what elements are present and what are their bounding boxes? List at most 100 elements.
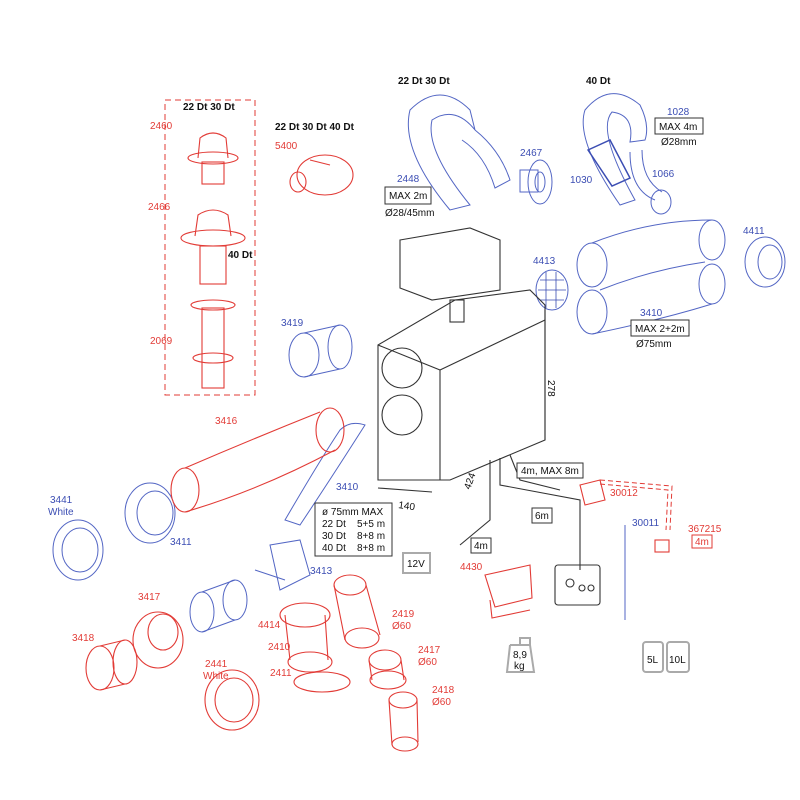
part-3418-label: 3418 (72, 633, 95, 644)
duct-table-length: 8+8 m (357, 543, 385, 554)
part-2419-label: 2419 (392, 609, 415, 620)
weight-value: 8,9 (513, 650, 527, 661)
grille-4413-shape (535, 269, 569, 311)
duct-3410-left-shape (284, 422, 366, 526)
duct-table-model: 30 Dt (322, 531, 346, 542)
part-3416-label: 3416 (215, 416, 238, 427)
panel-cable-label: 6m (535, 511, 549, 522)
part-2410-label: 2410 (268, 642, 291, 653)
part-2419-diameter: Ø60 (392, 621, 411, 632)
duct-table-model: 22 Dt (322, 519, 346, 530)
part-2069-shape (190, 299, 236, 389)
max-2m-box (384, 186, 432, 205)
part-1066-label: 1066 (652, 169, 675, 180)
tank-fitting-367215-shape (654, 539, 670, 553)
part-4430-label: 4430 (460, 562, 483, 573)
part-2418-label: 2418 (432, 685, 455, 696)
max-4m-box (654, 117, 704, 135)
part-5400-label: 5400 (275, 141, 298, 152)
exhaust-40-header: 40 Dt (586, 76, 611, 87)
sleeve-1030-shape (586, 139, 632, 187)
cylinder-blue-shape (189, 579, 248, 633)
tank-10l-icon (666, 641, 690, 673)
max-2-2m-box (630, 319, 690, 337)
part-2466-shape (180, 209, 246, 285)
part-2466-label: 2466 (148, 202, 171, 213)
pipe-2417-shape (368, 649, 407, 690)
exhaust-22-30-header: 22 Dt 30 Dt (398, 76, 450, 87)
elbow-assembly-shape (279, 602, 351, 693)
part-4413-label: 4413 (533, 256, 556, 267)
part-2441-sub-label: White (203, 671, 229, 682)
part-30011-label: 30011 (632, 518, 660, 529)
power-cable-box (470, 537, 492, 554)
width-dimension-line (377, 487, 433, 493)
part-3410-top-label: 3410 (640, 308, 663, 319)
diameter-3410-label: Ø75mm (636, 339, 672, 350)
part-3419-label: 3419 (281, 318, 304, 329)
part-4414-label: 4414 (258, 620, 281, 631)
part-3418-shape (85, 639, 138, 691)
part-2069-label: 2069 (150, 336, 173, 347)
cable-harness (459, 454, 581, 570)
part-4411-label: 4411 (743, 226, 765, 237)
battery-label: 12V (407, 559, 425, 570)
exhaust-hose-2448-shape (407, 94, 511, 211)
grille-4411-shape (744, 236, 786, 288)
part-1030-label: 1030 (570, 175, 593, 186)
fuel-line-length-label: 4m (695, 537, 709, 548)
control-panel-shape (554, 564, 601, 606)
fuel-line-dashed (599, 479, 673, 531)
part-5400-header: 22 Dt 30 Dt 40 Dt (275, 122, 355, 133)
tank-5l-label: 5L (647, 655, 659, 666)
power-cable-label: 4m (474, 541, 488, 552)
elbow-3413-shape (254, 539, 311, 591)
heater-unit (377, 227, 546, 481)
pipe-2419-shape (333, 574, 381, 649)
outlet-2467-shape (519, 159, 553, 205)
duct-table-length: 8+8 m (357, 531, 385, 542)
part-3441-label: 3441 (50, 495, 73, 506)
part-3417-label: 3417 (138, 592, 161, 603)
weight-icon (505, 637, 536, 673)
height-dimension-label: 278 (545, 380, 556, 397)
max-4m-label: MAX 4m (659, 122, 697, 133)
grille-2441-shape (204, 669, 260, 731)
roof-kit-header: 22 Dt 30 Dt (183, 102, 235, 113)
part-1028-label: 1028 (667, 107, 690, 118)
panel-cable-box (531, 507, 553, 524)
part-3441-sub-label: White (48, 507, 74, 518)
fuel-line-length-box (691, 534, 713, 549)
weight-unit: kg (514, 661, 525, 672)
part-367215-label: 367215 (688, 524, 722, 535)
part-2460-label: 2460 (150, 121, 173, 132)
part-5400-shape (289, 154, 354, 196)
part-2417-label: 2417 (418, 645, 441, 656)
part-3419-shape (288, 324, 353, 378)
tank-10l-label: 10L (669, 655, 686, 666)
roof-kit-frame (164, 99, 256, 396)
part-2411-label: 2411 (270, 668, 292, 679)
max-2m-label: MAX 2m (389, 191, 427, 202)
pipe-2418-shape (388, 691, 419, 752)
part-2417-diameter: Ø60 (418, 657, 437, 668)
part-3411-label: 3411 (170, 537, 192, 548)
silencer-3416-shape (170, 407, 345, 513)
part-2467-label: 2467 (520, 148, 543, 159)
duct-table-length: 5+5 m (357, 519, 385, 530)
tank-5l-icon (642, 641, 664, 673)
duct-table-title: ø 75mm MAX (322, 507, 383, 518)
part-3417-shape (132, 611, 184, 669)
grille-3441-shape (52, 519, 104, 581)
part-2460-shape (187, 132, 239, 185)
part-30012-label: 30012 (610, 488, 638, 499)
battery-icon (402, 552, 431, 574)
max-2-2m-label: MAX 2+2m (635, 324, 685, 335)
part-3410-left-label: 3410 (336, 482, 359, 493)
part-2441-label: 2441 (205, 659, 228, 670)
diameter-2448-label: Ø28/45mm (385, 208, 434, 219)
mount-4430-shape (484, 564, 533, 619)
fuel-pump-cable-label: 4m, MAX 8m (521, 466, 579, 477)
